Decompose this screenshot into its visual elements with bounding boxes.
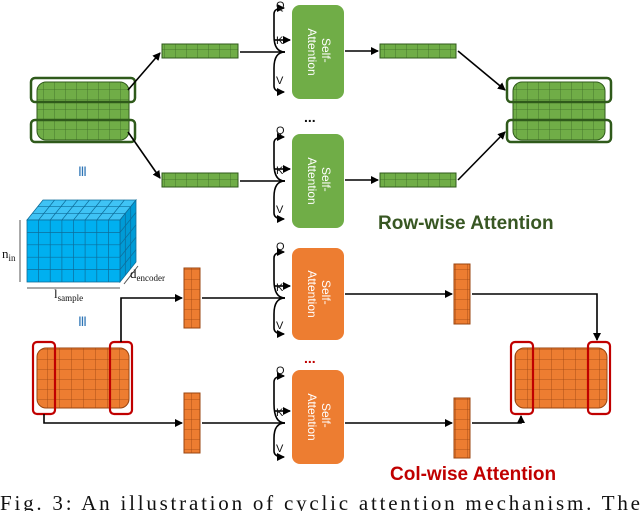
- v-label: V: [276, 443, 284, 455]
- v-label: V: [276, 75, 284, 87]
- row-input-matrix: [29, 76, 137, 144]
- k-label: K: [276, 407, 284, 419]
- row-vector-in-bottom: [161, 172, 239, 188]
- n-in-label: nin: [2, 246, 16, 263]
- k-label: K: [276, 165, 284, 177]
- row-attention-block-1: Self- Attention Q K V: [273, 0, 344, 99]
- col-output-matrix: [509, 340, 612, 416]
- col-output-highlight-left: [509, 340, 535, 416]
- col-vector-in-bottom: [183, 392, 201, 454]
- col-section-title: Col-wise Attention: [390, 464, 556, 485]
- d-encoder-label: dencoder: [130, 266, 165, 283]
- col-vector-out-bottom: [453, 397, 471, 459]
- q-label: Q: [276, 125, 285, 137]
- row-flow-arrows: [127, 47, 506, 184]
- col-ellipsis: ...: [304, 350, 316, 366]
- col-flow-arrows: [43, 290, 601, 427]
- equivalence-symbol-bottom: Ⅲ: [78, 314, 87, 329]
- col-attention-block-1: Self- Attention Q K V: [273, 241, 344, 340]
- attention-label: Self- Attention: [305, 270, 333, 317]
- equivalence-symbol-top: Ⅲ: [78, 164, 87, 179]
- v-label: V: [276, 320, 284, 332]
- col-input-matrix: [31, 340, 134, 416]
- row-output-highlight-top: [505, 76, 613, 104]
- k-label: K: [276, 35, 284, 47]
- col-attention-block-2: Self- Attention Q K V: [273, 365, 344, 464]
- figure-caption: Fig. 3: An illustration of cyclic attent…: [0, 491, 640, 511]
- v-label: V: [276, 204, 284, 216]
- row-section-title: Row-wise Attention: [378, 213, 554, 234]
- attention-label: Self- Attention: [305, 28, 333, 75]
- attention-label: Self- Attention: [305, 393, 333, 440]
- row-attention-block-2: Self- Attention Q K V: [273, 125, 344, 228]
- col-vector-out-top: [453, 263, 471, 325]
- row-output-highlight-bottom: [505, 118, 613, 144]
- col-vector-in-top: [183, 267, 201, 329]
- row-vector-out-bottom: [379, 172, 457, 188]
- q-label: Q: [276, 365, 285, 377]
- attention-label: Self- Attention: [305, 157, 333, 204]
- row-output-matrix: [505, 76, 613, 144]
- row-vector-in-top: [161, 43, 239, 59]
- col-output-highlight-right: [586, 340, 612, 416]
- row-highlight-bottom: [29, 118, 137, 144]
- q-label: Q: [276, 0, 285, 12]
- tensor-cube: nin lsample dencoder: [2, 198, 165, 303]
- q-label: Q: [276, 241, 285, 253]
- row-ellipsis: ...: [304, 109, 316, 125]
- l-sample-label: lsample: [54, 286, 83, 303]
- k-label: K: [276, 282, 284, 294]
- row-highlight-top: [29, 76, 137, 104]
- row-vector-out-top: [379, 43, 457, 59]
